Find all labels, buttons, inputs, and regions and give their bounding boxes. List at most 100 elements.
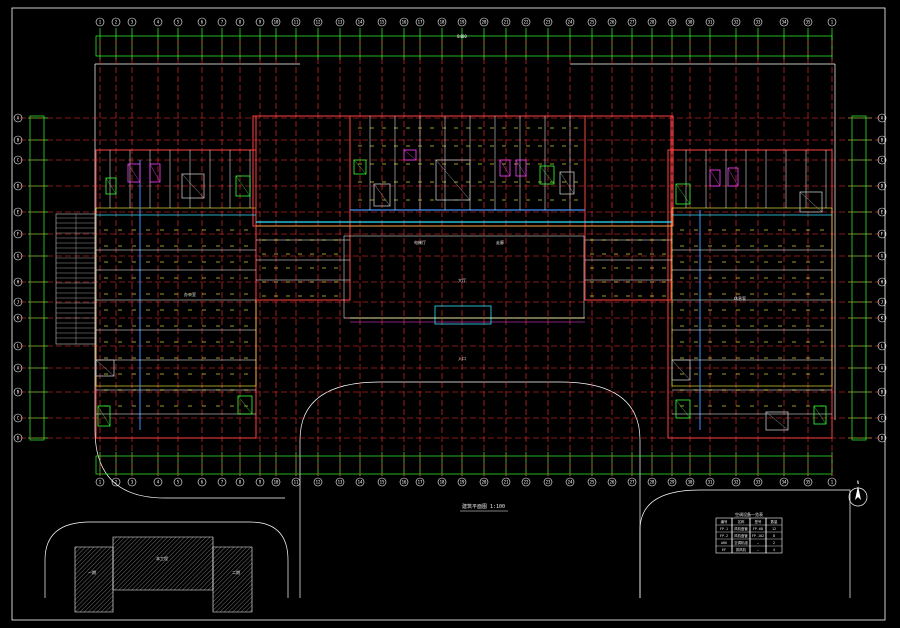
axis-bubble-top (153, 17, 163, 27)
axis-bubble-left (13, 113, 23, 123)
legend-cell: 2 (773, 541, 775, 545)
svg-text:N: N (857, 480, 860, 485)
axis-bubble-bottom (399, 477, 409, 487)
sheet-border (11, 7, 886, 621)
axis-number-label: 24 (568, 20, 573, 25)
axis-bubble-top (399, 17, 409, 27)
axis-bubble-top (685, 17, 695, 27)
axis-bubble-top (127, 17, 137, 27)
axis-bubble-top (235, 17, 245, 27)
axis-bubble-top (197, 17, 207, 27)
equipment-block (675, 399, 691, 419)
legend-header-cell: 名称 (738, 519, 745, 524)
axis-number-label: 9 (259, 480, 262, 485)
room-label: 办公室 (184, 291, 196, 297)
axis-bubble-bottom (173, 477, 183, 487)
axis-number-label: 21 (504, 480, 509, 485)
axis-bubble-top (255, 17, 265, 27)
equipment-block (353, 159, 367, 175)
axis-number-label: 15 (380, 20, 385, 25)
axis-bubble-right (877, 113, 887, 123)
axis-number-label: 34 (782, 480, 787, 485)
axis-number-label: 28 (650, 480, 655, 485)
axis-bubble-top (803, 17, 813, 27)
equipment-block (235, 175, 251, 197)
axis-bubble-left (13, 341, 23, 351)
interior-partitions (96, 116, 832, 415)
axis-bubble-left (13, 277, 23, 287)
axis-bubble-top (271, 17, 281, 27)
axis-bubble-top (335, 17, 345, 27)
axis-number-label: 12 (316, 480, 321, 485)
axis-number-label: 23 (546, 480, 551, 485)
legend-cell: 4 (773, 548, 775, 552)
axis-bubble-left (13, 229, 23, 239)
axis-number-label: 18 (440, 480, 445, 485)
axis-number-label: 22 (524, 20, 529, 25)
axis-number-label: 27 (630, 20, 635, 25)
equipment-block (499, 159, 511, 177)
axis-letter-label: C (17, 416, 20, 421)
equipment-block (237, 395, 253, 415)
axis-number-label: 1 (831, 480, 834, 485)
axis-bubble-bottom (197, 477, 207, 487)
equipment-block (181, 173, 205, 199)
axis-number-label: 20 (482, 480, 487, 485)
axis-bubble-bottom (685, 477, 695, 487)
equipment-block (675, 183, 691, 205)
axis-bubble-top (415, 17, 425, 27)
axis-number-label: 13 (338, 480, 343, 485)
axis-letter-label: D (17, 436, 20, 441)
axis-number-label: 21 (504, 20, 509, 25)
axis-letter-label: L (17, 344, 20, 349)
axis-number-label: 31 (708, 480, 713, 485)
axis-letter-label: A (17, 366, 20, 371)
axis-letter-label: C (17, 158, 20, 163)
legend-header-cell: 型号 (755, 519, 762, 524)
axis-bubble-right (877, 363, 887, 373)
axis-number-label: 25 (590, 480, 595, 485)
axis-bubble-top (377, 17, 387, 27)
legend-cell: FP-1 (720, 527, 728, 531)
equipment-block (95, 359, 115, 377)
axis-bubble-top (501, 17, 511, 27)
axis-number-label: 6 (201, 20, 204, 25)
legend-cell: AHU (721, 541, 727, 545)
axis-letter-label: A (881, 366, 884, 371)
axis-bubble-bottom (565, 477, 575, 487)
axis-bubble-bottom (415, 477, 425, 487)
axis-number-label: 33 (756, 20, 761, 25)
legend-cell: FP-102 (752, 534, 764, 538)
axis-letter-label: K (17, 316, 20, 321)
axis-number-label: 35 (806, 20, 811, 25)
axis-bubble-bottom (521, 477, 531, 487)
legend-cell: 风机盘管 (734, 533, 748, 538)
axis-bubble-top (111, 17, 121, 27)
axis-bubble-bottom (607, 477, 617, 487)
axis-bubble-bottom (667, 477, 677, 487)
axis-bubble-bottom (627, 477, 637, 487)
axis-bubbles: 1122334455667788991010111112121313141415… (13, 17, 887, 487)
axis-number-label: 11 (294, 20, 299, 25)
axis-bubble-right (877, 387, 887, 397)
axis-number-label: 20 (482, 20, 487, 25)
axis-bubble-bottom (153, 477, 163, 487)
room-label: 电梯厅 (414, 239, 426, 245)
axis-bubble-bottom (457, 477, 467, 487)
equipment-block (765, 411, 789, 431)
axis-number-label: 8 (239, 480, 242, 485)
axis-letter-label: E (17, 210, 20, 215)
equipment-block (403, 149, 417, 161)
axis-number-label: 1 (99, 20, 102, 25)
axis-bubble-bottom (647, 477, 657, 487)
axis-number-label: 7 (221, 20, 224, 25)
axis-bubble-right (877, 297, 887, 307)
axis-number-label: 13 (338, 20, 343, 25)
axis-number-label: 3 (131, 20, 134, 25)
axis-number-label: 19 (460, 480, 465, 485)
axis-number-label: 15 (380, 480, 385, 485)
axis-letter-label: E (881, 210, 884, 215)
axis-number-label: 30 (688, 20, 693, 25)
